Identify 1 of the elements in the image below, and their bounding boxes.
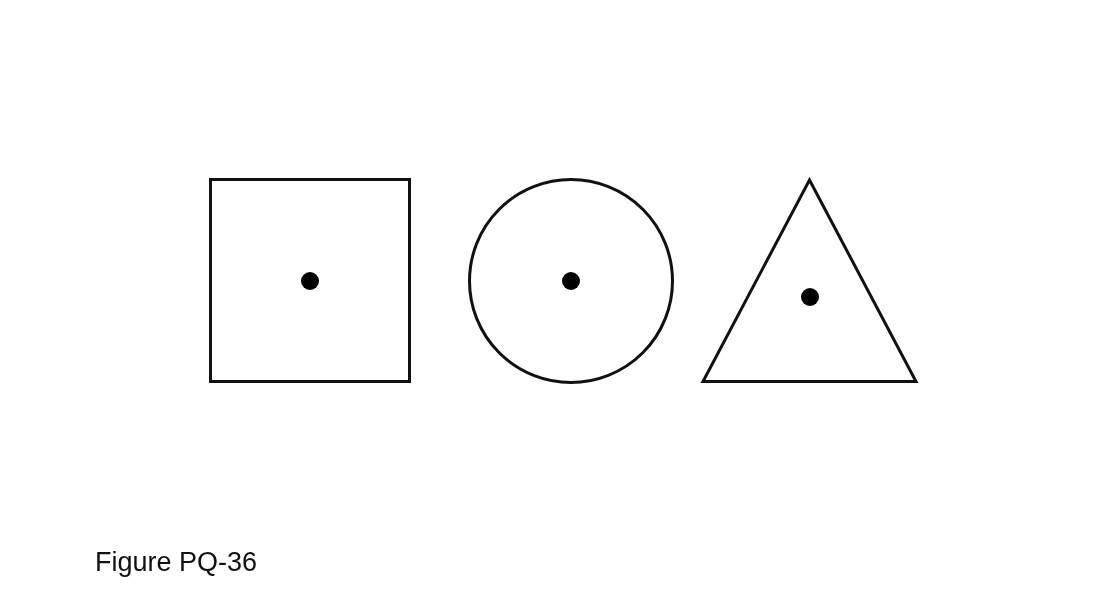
figure-caption: Figure PQ-36 <box>95 547 258 578</box>
